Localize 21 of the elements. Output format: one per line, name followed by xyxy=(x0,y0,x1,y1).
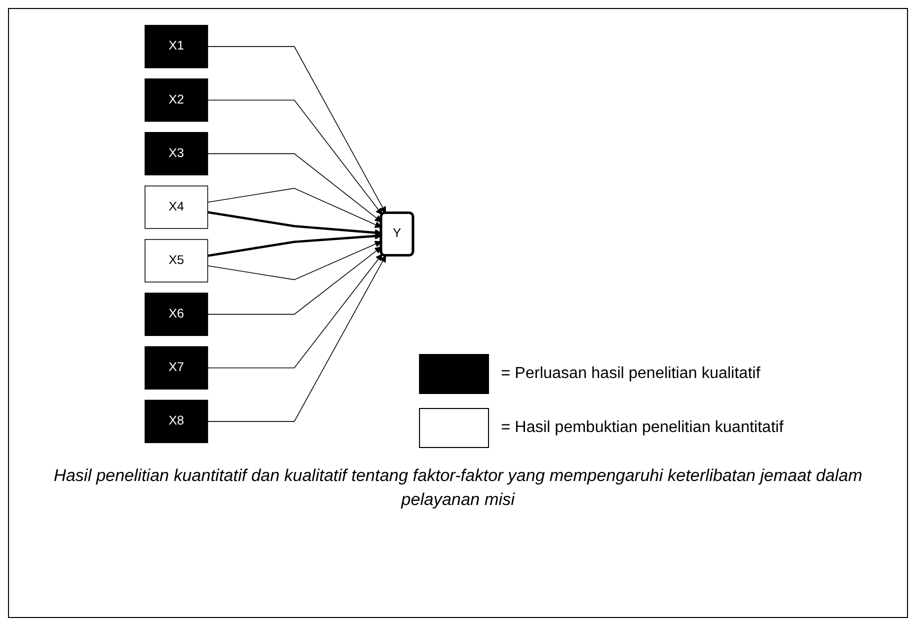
arrow xyxy=(207,153,382,222)
legend-label: = Hasil pembuktian penelitian kuantitatif xyxy=(501,419,784,437)
caption: Hasil penelitian kuantitatif dan kualitatif tentang faktor-faktor yang mempengaruhi keterlibatan jemaat dalam pelayanan misi xyxy=(52,465,864,511)
legend-label: = Perluasan hasil penelitian kualitatif xyxy=(501,365,760,383)
arrow xyxy=(207,240,382,280)
node-box: X7 xyxy=(144,346,208,390)
arrow xyxy=(207,255,386,422)
arrow xyxy=(208,232,382,257)
node-box: X3 xyxy=(144,132,208,176)
arrow xyxy=(207,254,383,368)
node-box: X5 xyxy=(144,239,208,282)
arrow xyxy=(207,46,386,214)
node-box: X1 xyxy=(144,24,208,68)
node-box: X4 xyxy=(144,186,208,229)
arrow xyxy=(207,188,382,228)
node-box: X6 xyxy=(144,292,208,336)
node-box: X8 xyxy=(144,400,208,444)
arrow xyxy=(208,211,382,236)
arrow xyxy=(207,100,383,215)
arrow xyxy=(207,246,382,315)
node-box: X2 xyxy=(144,78,208,122)
